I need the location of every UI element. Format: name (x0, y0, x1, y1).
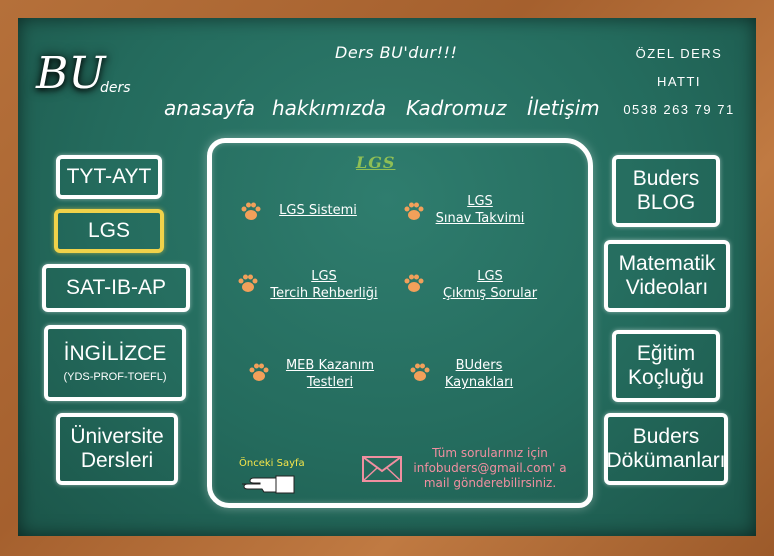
link-label: LGS Sistemi (279, 203, 357, 218)
paw-icon (410, 363, 430, 381)
menu-label-2: Videoları (625, 276, 709, 299)
link-label-2: Çıkmış Sorular (442, 286, 538, 301)
link-label: LGS (311, 269, 337, 284)
contact-text: Tüm sorularınız için infobuders@gmail.co… (405, 446, 575, 491)
menu-sublabel: (YDS-PROF-TOEFL) (63, 371, 167, 383)
tagline: Ders BU'dur!!! (335, 43, 458, 62)
menu-blog[interactable]: Buders BLOG (612, 155, 720, 227)
nav-home[interactable]: anasayfa (164, 96, 255, 120)
link-label: LGS (477, 269, 503, 284)
nav-staff[interactable]: Kadromuz (406, 96, 507, 120)
link-label-2: Sınav Takvimi (435, 211, 525, 226)
menu-math-videos[interactable]: Matematik Videoları (604, 240, 730, 312)
menu-sat-ib-ap[interactable]: SAT-IB-AP (42, 264, 190, 312)
menu-label: Matematik (618, 252, 716, 275)
section-title: LGS (356, 153, 396, 172)
menu-label-2: Dökümanları (606, 449, 726, 472)
logo-main: BU (36, 48, 106, 99)
menu-coaching[interactable]: Eğitim Koçluğu (612, 330, 720, 402)
link-meb-kazanim[interactable]: MEB Kazanım Testleri (274, 357, 386, 391)
paw-icon (404, 274, 424, 292)
link-tercih-rehberligi[interactable]: LGS Tercih Rehberliği (262, 268, 386, 302)
menu-universite[interactable]: Üniversite Dersleri (56, 413, 178, 485)
paw-icon (238, 274, 258, 292)
menu-label: Buders (632, 425, 700, 448)
nav-about[interactable]: hakkımızda (272, 96, 387, 120)
menu-label: Buders (632, 167, 700, 190)
chalkboard (18, 18, 756, 536)
hotline-title: ÖZEL DERS HATTI (635, 46, 723, 89)
menu-label-2: BLOG (636, 191, 696, 214)
menu-label: SAT-IB-AP (66, 276, 166, 299)
menu-label: Üniversite (70, 425, 164, 448)
menu-tyt-ayt[interactable]: TYT-AYT (56, 155, 162, 199)
hotline: ÖZEL DERS HATTI 0538 263 79 71 (614, 40, 744, 124)
link-label: LGS (467, 194, 493, 209)
link-label-2: Tercih Rehberliği (270, 286, 378, 301)
link-cikmis-sorular[interactable]: LGS Çıkmış Sorular (434, 268, 546, 302)
menu-ingilizce[interactable]: İNGİLİZCE (YDS-PROF-TOEFL) (44, 325, 186, 401)
menu-label-2: Dersleri (80, 449, 154, 472)
link-label: BUders (455, 358, 503, 373)
logo-sub: ders (100, 80, 131, 96)
content-panel (207, 138, 593, 508)
hand-pointer-icon[interactable] (240, 473, 296, 495)
menu-label-2: Koçluğu (628, 366, 704, 389)
paw-icon (404, 202, 424, 220)
link-label-2: Testleri (306, 375, 354, 390)
paw-icon (249, 363, 269, 381)
envelope-icon[interactable] (362, 456, 402, 482)
menu-label: Eğitim (636, 342, 696, 365)
menu-documents[interactable]: Buders Dökümanları (604, 413, 728, 485)
logo[interactable]: BU ders (22, 40, 142, 130)
paw-icon (241, 202, 261, 220)
menu-label: TYT-AYT (66, 165, 152, 188)
menu-label: LGS (87, 219, 131, 242)
link-buders-kaynaklari[interactable]: BUders Kaynakları (434, 357, 524, 391)
contact-email[interactable]: infobuders@gmail.com' a (413, 461, 567, 475)
link-label: MEB Kazanım (285, 358, 375, 373)
link-sinav-takvimi[interactable]: LGS Sınav Takvimi (425, 193, 535, 227)
contact-line-1: Tüm sorularınız için (432, 446, 548, 460)
nav-contact[interactable]: İletişim (527, 96, 600, 120)
hotline-phone: 0538 263 79 71 (623, 102, 735, 117)
menu-label: İNGİLİZCE (63, 342, 167, 365)
back-label[interactable]: Önceki Sayfa (239, 458, 305, 469)
contact-line-3: mail gönderebilirsiniz. (423, 476, 557, 490)
link-label-2: Kaynakları (444, 375, 514, 390)
link-lgs-sistemi[interactable]: LGS Sistemi (268, 202, 368, 219)
menu-lgs[interactable]: LGS (54, 209, 164, 253)
